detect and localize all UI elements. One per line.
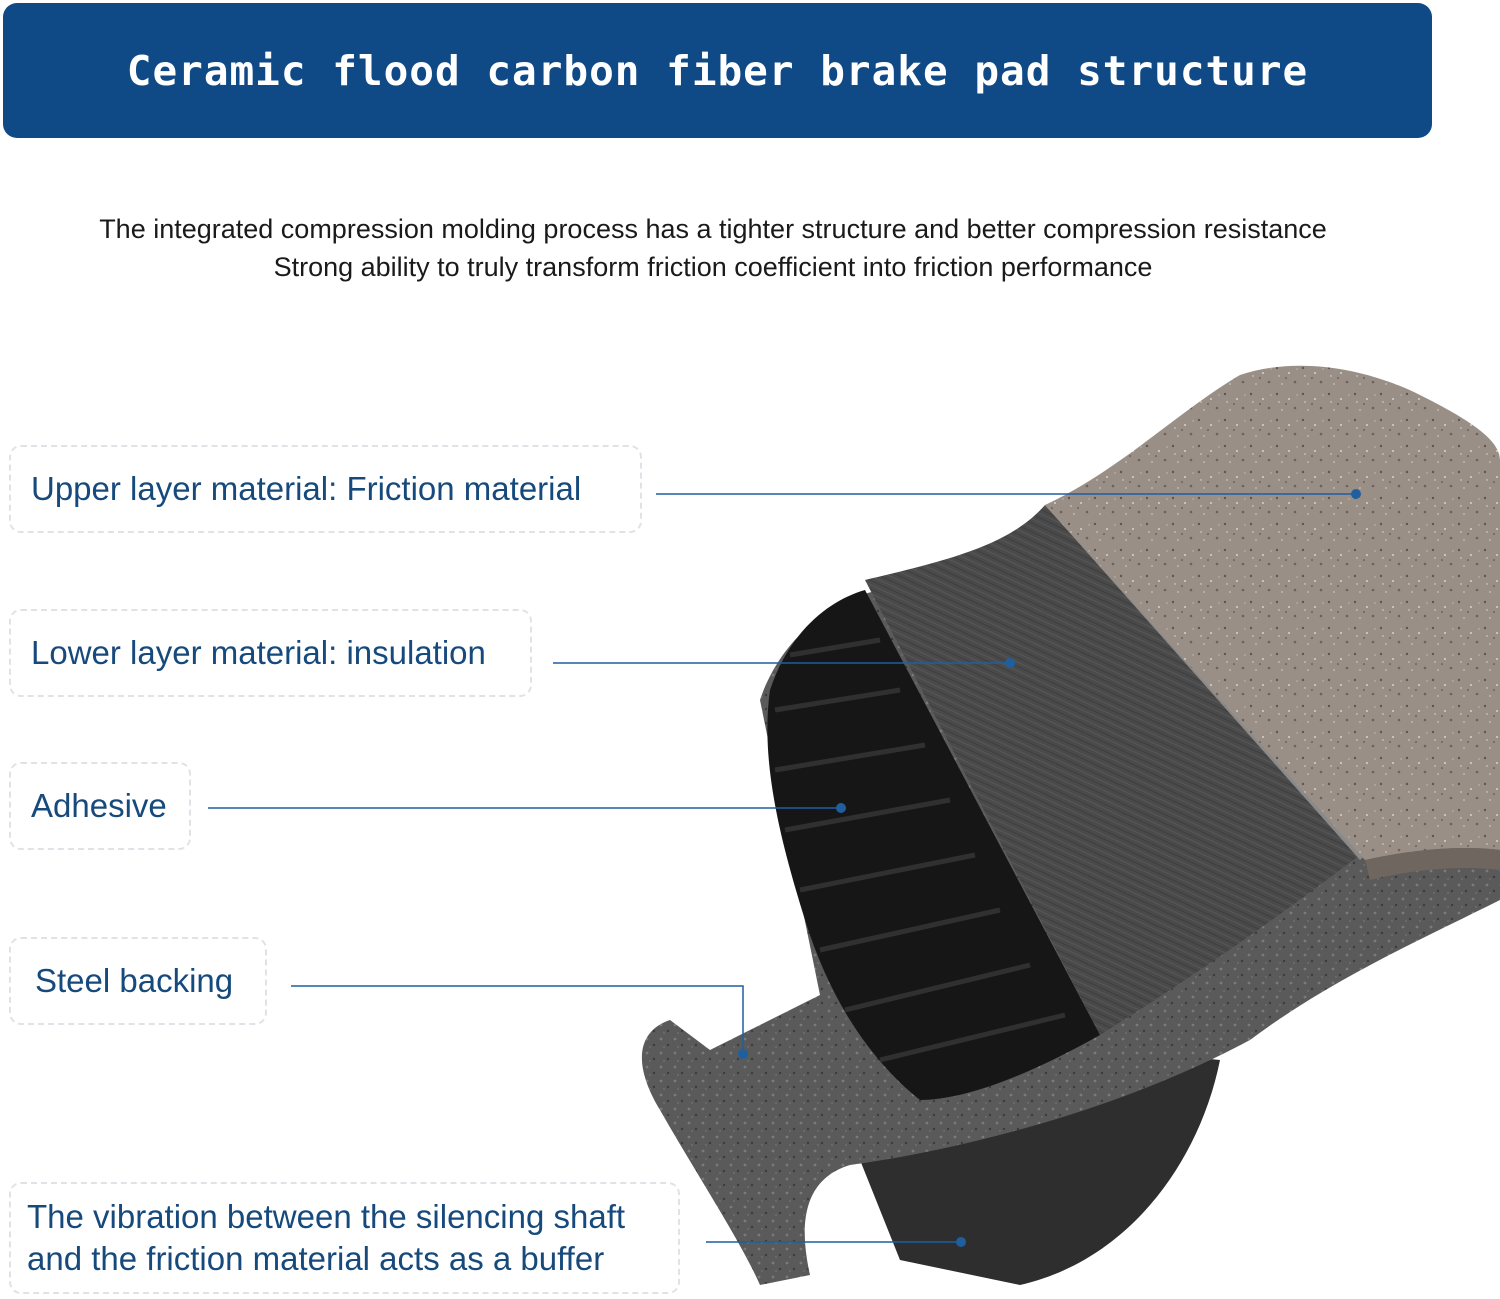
callout-label: Lower layer material: insulation [31,634,486,671]
callout-label-line-1: The vibration between the silencing shaf… [27,1198,626,1235]
callout-label-line-2: and the friction material acts as a buff… [27,1240,605,1277]
insulation-layer [865,505,1360,1035]
callout-steel-backing: Steel backing [9,937,267,1025]
adhesive-layer [767,590,1100,1100]
page-title: Ceramic flood carbon fiber brake pad str… [126,46,1309,95]
callout-label: Upper layer material: Friction material [31,470,582,507]
callout-label-multiline: The vibration between the silencing shaf… [27,1196,625,1280]
callout-label: Adhesive [31,787,167,824]
leader-dot-adhesive [836,803,846,813]
leader-dot-steel [738,1049,748,1059]
intro-line-2: Strong ability to truly transform fricti… [273,252,1153,282]
friction-material [1045,365,1500,860]
callout-adhesive: Adhesive [9,762,191,850]
leader-dot-friction [1351,489,1361,499]
title-banner: Ceramic flood carbon fiber brake pad str… [3,3,1432,138]
leader-dot-shim [956,1237,966,1247]
callout-insulation: Lower layer material: insulation [9,609,532,697]
callout-label: Steel backing [35,962,234,999]
callout-friction-material: Upper layer material: Friction material [9,445,642,533]
leader-line-steel [291,985,744,1054]
leader-dot-insulation [1005,658,1015,668]
callout-silencing-shim: The vibration between the silencing shaf… [9,1182,680,1294]
intro-line-1: The integrated compression molding proce… [99,214,1327,244]
